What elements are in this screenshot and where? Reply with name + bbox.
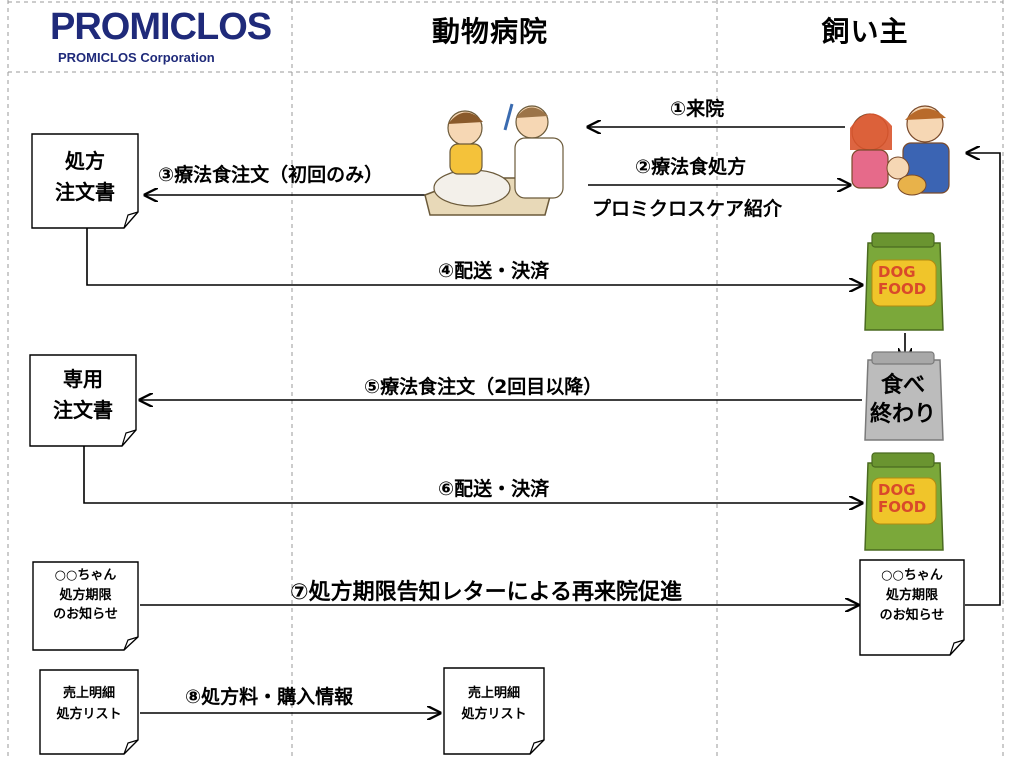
step-1-label: ①来院 <box>670 98 725 120</box>
bag-1-label: DOG FOOD <box>878 264 926 297</box>
doc-prescription-order <box>31 133 139 229</box>
company-logo: PROMICLOS <box>50 6 272 48</box>
bag-2-text-dog: DOG <box>878 481 916 499</box>
company-logo-subtitle: PROMICLOS Corporation <box>58 50 215 65</box>
step-8-label: ⑧処方料・購入情報 <box>185 686 354 708</box>
doc-line: 処方期限 <box>885 588 938 604</box>
family-illustration <box>850 105 950 196</box>
doc-line: のお知らせ <box>879 608 945 624</box>
doc-dedicated-order <box>29 354 137 447</box>
step-5-label: ⑤療法食注文（2回目以降） <box>364 376 603 398</box>
arrow-revisit-loop <box>965 153 1001 606</box>
bag-1-text-food: FOOD <box>878 279 927 298</box>
step-6-label: ⑥配送・決済 <box>438 478 550 500</box>
column-header-owner: 飼い主 <box>821 15 909 48</box>
doc-line: 処方 <box>65 149 105 173</box>
doc-line: 注文書 <box>53 398 113 422</box>
doc-line: ○○ちゃん <box>54 568 117 583</box>
empty-label-line1: 食べ <box>880 373 925 398</box>
doc-line: 処方リスト <box>461 706 527 722</box>
empty-food-bag <box>864 351 944 441</box>
doc-line: 処方期限 <box>59 587 112 603</box>
doc-line: 注文書 <box>55 180 115 204</box>
doc-line: 売上明細 <box>467 686 520 701</box>
doc-notice-right <box>859 559 965 656</box>
doc-line: のお知らせ <box>53 607 118 622</box>
doc-prescription-order-text: 処方 注文書 <box>32 146 138 208</box>
doc-notice-left <box>32 561 139 651</box>
bag-2-label: DOG FOOD <box>878 482 926 515</box>
doc-sales-right-text: 売上明細 処方リスト <box>444 684 544 726</box>
doc-sales-right <box>443 667 545 755</box>
bag-1-text-dog: DOG <box>878 263 916 281</box>
arrow-step-4 <box>86 228 862 285</box>
bag-2-text-food: FOOD <box>878 497 927 516</box>
doc-sales-left-text: 売上明細 処方リスト <box>40 684 138 726</box>
doc-dedicated-order-text: 専用 注文書 <box>30 364 136 426</box>
doc-line: 処方リスト <box>56 706 122 722</box>
step-2-label: ②療法食処方 <box>635 156 747 178</box>
step-2b-label: プロミクロスケア紹介 <box>592 198 783 220</box>
doc-line: 売上明細 <box>62 686 115 701</box>
doc-line: 専用 <box>63 367 103 391</box>
dog-food-bag-2 <box>864 452 944 551</box>
step-4-label: ④配送・決済 <box>438 260 550 282</box>
doc-notice-left-text: ○○ちゃん 処方期限 のお知らせ <box>33 566 138 625</box>
doc-sales-left <box>39 669 139 755</box>
empty-label-line2: 終わり <box>869 401 936 427</box>
dog-food-bag-1 <box>864 232 944 331</box>
column-header-clinic: 動物病院 <box>431 15 548 48</box>
doc-notice-right-text: ○○ちゃん 処方期限 のお知らせ <box>860 566 964 626</box>
arrow-step-6 <box>83 446 862 503</box>
doc-line: ○○ちゃん <box>881 568 943 583</box>
step-7-label: ⑦処方期限告知レターによる再来院促進 <box>290 580 682 605</box>
step-3-label: ③療法食注文（初回のみ） <box>158 164 384 186</box>
empty-bag-label: 食べ 終わり <box>862 372 944 429</box>
vet-illustration <box>424 103 564 216</box>
